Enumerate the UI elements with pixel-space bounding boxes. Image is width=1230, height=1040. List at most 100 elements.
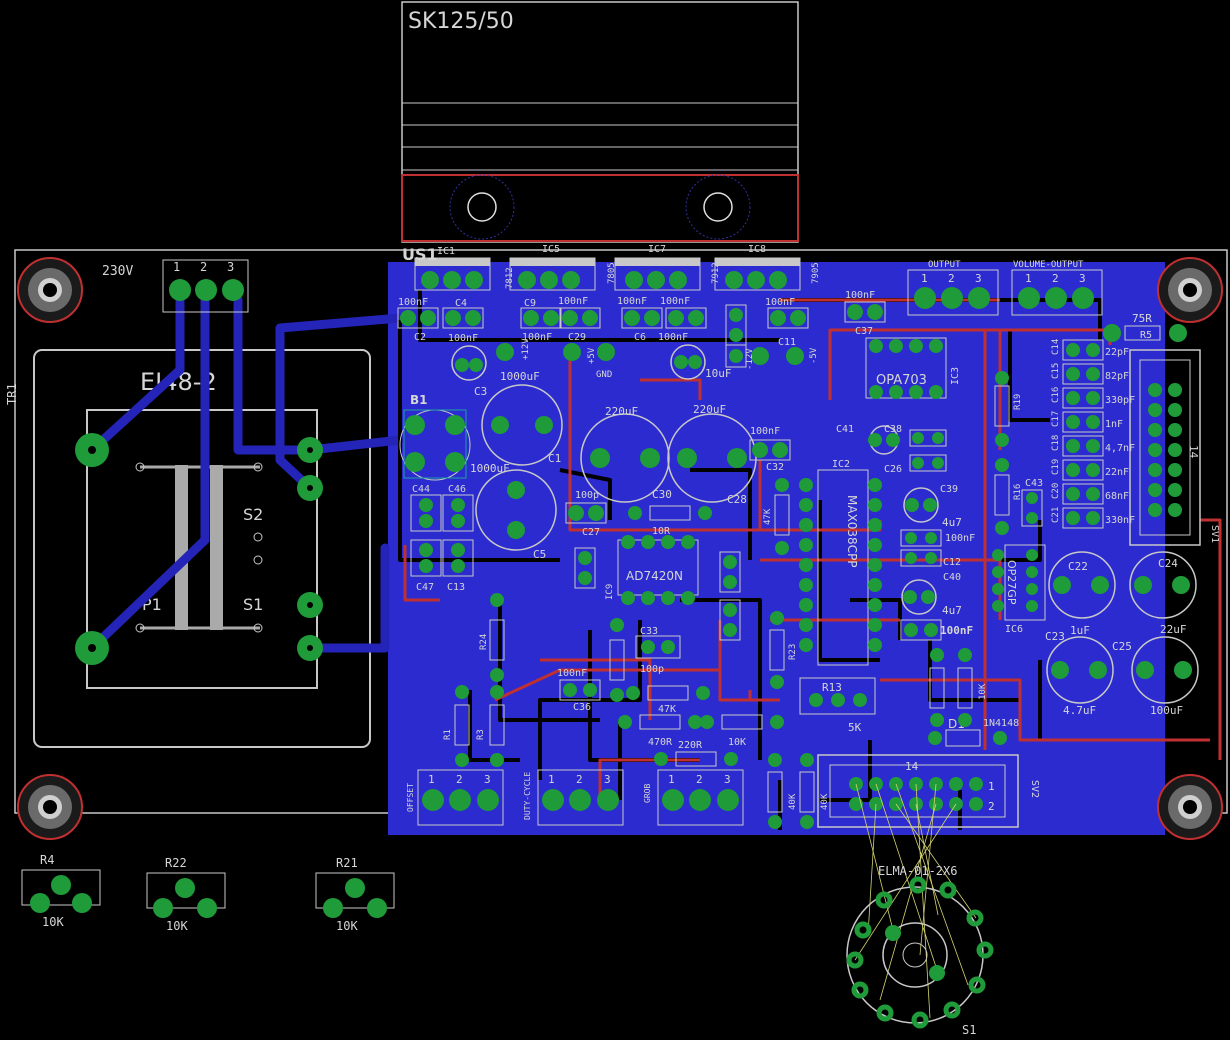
c16-ref: C16 (1051, 387, 1061, 403)
s1-switch-label: S1 (962, 1023, 976, 1037)
grob-pin3: 3 (724, 773, 731, 786)
ic-op27: OP27GP IC6 (992, 544, 1046, 635)
offset-connector: 1 2 3 OFFSET (406, 769, 504, 826)
op27-label: OP27GP (1005, 560, 1018, 605)
c45-ref: C44 (412, 484, 430, 495)
vol-pin3: 3 (1079, 272, 1086, 285)
duty-pin2: 2 (576, 773, 583, 786)
c10-value: 100nF (765, 297, 795, 308)
c8-value: 10uF (705, 367, 732, 380)
r16-ref: R16 (1013, 484, 1023, 500)
us1-label: US1 (402, 245, 438, 264)
c19-ref: C19 (1051, 459, 1061, 475)
regulator-row: IC1 7812 US1 IC5 7805 IC7 7912 IC8 7905 (402, 244, 821, 291)
c29-value: 100nF (558, 296, 588, 307)
ic3-label: IC3 (950, 367, 961, 385)
c25-value: 100uF (1150, 704, 1183, 717)
r10r-label: 10R (652, 526, 671, 537)
offset-pin3: 3 (484, 773, 491, 786)
pot-r4: R4 10K (21, 853, 101, 929)
sv1-label: SV1 (1209, 525, 1220, 543)
mounting-holes (17, 257, 1223, 840)
r22-label: R22 (165, 856, 187, 870)
volume-output-label: VOLUME-OUTPUT (1013, 260, 1084, 270)
tp-plus5: +5V (587, 347, 597, 364)
r10k-label: 10K (728, 737, 746, 748)
c28-value: 220uF (693, 403, 726, 416)
mains-pin1: 1 (173, 260, 180, 274)
r21-value: 10K (336, 919, 358, 933)
c4-value: 100nF (448, 333, 478, 344)
c41-ref: C41 (836, 424, 854, 435)
bridge-b1: B1 (399, 393, 471, 481)
ic5-type: 7805 (607, 262, 617, 284)
c18-ref: C18 (1051, 435, 1061, 451)
c30-value: 220uF (605, 405, 638, 418)
c11-ref: C11 (778, 337, 796, 348)
max038-label: MAX038CPP (845, 495, 859, 568)
cap-22nf: 22nF (1105, 467, 1129, 478)
r47k-v-label: 47K (763, 508, 773, 525)
resistors: 10R 47K 470R 10K 220R R24 R1 R3 R19 R16 … (443, 371, 1023, 829)
ic6-label: IC6 (1005, 624, 1023, 635)
sv1-header: 14 SV1 (1129, 349, 1220, 546)
ic8-label: IC8 (748, 244, 766, 255)
c37-ref: C37 (855, 326, 873, 337)
c21-ref: C21 (1051, 507, 1061, 523)
r13-value: 5K (848, 721, 862, 734)
c37-value: 100nF (845, 290, 875, 301)
d1-type: 1N4148 (983, 718, 1019, 729)
test-points: +12V +5V GND -12V -5V (496, 338, 819, 380)
rotary-switch-s1: ELMA-01-2X6 S1 (846, 783, 994, 1037)
r3-ref: R3 (476, 729, 486, 740)
c5-ref: C5 (533, 548, 546, 561)
transformer: EI48-2 S2 P1 S1 TR1 (5, 349, 371, 748)
c4-ref: C4 (455, 298, 467, 309)
small-cap-labels: 100nF C2 C4 100nF C9 100nF 100nF C29 100… (398, 290, 1043, 713)
r19-ref: R19 (1013, 394, 1023, 410)
r40k-label: 40K (788, 793, 798, 810)
r24-ref: R24 (479, 634, 489, 650)
c1-ref: C1 (548, 452, 561, 465)
c2-ref: C2 (414, 332, 426, 343)
small-caps (397, 301, 1043, 701)
c40-value: 4u7 (942, 604, 962, 617)
ic9-label: IC9 (605, 584, 615, 600)
c24-value: 22uF (1160, 623, 1187, 636)
c33-ref: C33 (640, 626, 658, 637)
offset-pin2: 2 (456, 773, 463, 786)
grob-pin1: 1 (668, 773, 675, 786)
ic7-type: 7912 (711, 262, 721, 284)
grob-connector: 1 2 3 GROB (643, 769, 744, 826)
offset-pin1: 1 (428, 773, 435, 786)
c23-value: 1uF (1070, 624, 1090, 637)
r23-ref: R23 (788, 644, 798, 660)
ic8-type: 7905 (811, 262, 821, 284)
c6-ref: C6 (634, 332, 646, 343)
label-s2: S2 (243, 505, 263, 524)
c44-ref: C46 (448, 484, 466, 495)
cap-68nf: 68nF (1105, 491, 1129, 502)
elma-label: ELMA-01-2X6 (878, 864, 957, 878)
c24-ref: C24 (1158, 557, 1178, 570)
c38-ref: C38 (884, 424, 902, 435)
r10k-v-label: 10K (978, 683, 988, 700)
c1-value: 1000uF (500, 370, 540, 383)
sv2-pin2: 2 (988, 800, 995, 813)
output-pin1: 1 (921, 272, 928, 285)
mains-pin3: 3 (227, 260, 234, 274)
c9-value: 100nF (522, 332, 552, 343)
c12-ref: C12 (943, 557, 961, 568)
duty-pin3: 3 (604, 773, 611, 786)
ic7-label: IC7 (648, 244, 666, 255)
c36-ref: C36 (573, 702, 591, 713)
c20-ref: C20 (1051, 483, 1061, 499)
output-label: OUTPUT (928, 260, 961, 270)
r220-label: 220R (678, 740, 703, 751)
c29-ref: C29 (568, 332, 586, 343)
tp-plus12: +12V (521, 338, 531, 360)
c33-value: 100p (640, 664, 664, 675)
ic-opa703: OPA703 IC3 (865, 337, 961, 399)
pot-r22: R22 10K (146, 856, 226, 933)
c15-ref: C15 (1051, 363, 1061, 379)
